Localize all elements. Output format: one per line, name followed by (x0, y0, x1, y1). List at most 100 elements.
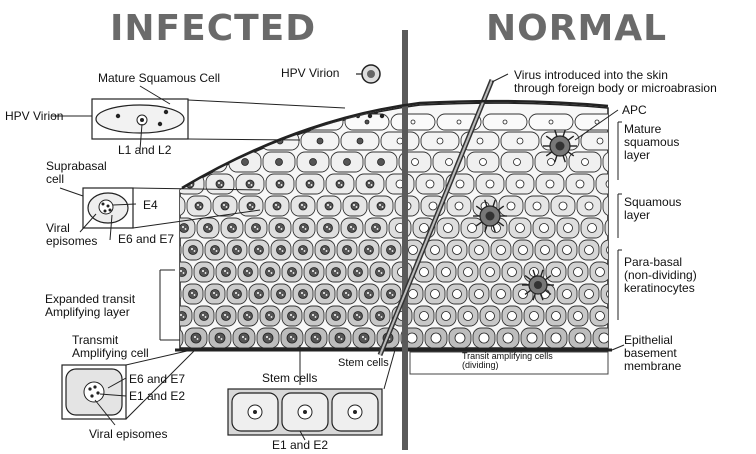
epithelial-cell (353, 328, 375, 348)
label-transit-amplifying-cell: Transmit Amplifying cell (72, 334, 149, 360)
epithelial-cell (551, 196, 575, 216)
epithelial-cell (577, 196, 601, 216)
epithelial-cell (315, 284, 335, 304)
epithelial-cell (447, 240, 467, 260)
epithelial-cell (581, 218, 603, 238)
label-l1-l2: L1 and L2 (118, 144, 171, 157)
epithelial-cell (359, 240, 379, 260)
label-mature-squamous-cell: Mature Squamous Cell (98, 72, 220, 85)
epithelial-cell (348, 306, 368, 326)
epithelial-cell (370, 306, 390, 326)
epithelial-cell (502, 306, 522, 326)
epithelial-cell (525, 196, 549, 216)
epithelial-cell (227, 284, 247, 304)
epithelial-cell (301, 132, 339, 150)
epithelial-cell (238, 262, 258, 282)
epithelial-cell (467, 152, 499, 172)
epithelial-cell (557, 240, 577, 260)
epithelial-cell (480, 262, 500, 282)
label-hpv-virion-top: HPV Virion (281, 67, 339, 80)
epithelial-cell (343, 196, 367, 216)
epithelial-cell (469, 240, 489, 260)
label-e1-e2-bottom: E1 and E2 (272, 439, 328, 452)
epithelial-cell (590, 262, 610, 282)
epithelial-cell (238, 306, 258, 326)
epithelial-cell (416, 174, 444, 194)
epithelial-cell (524, 306, 544, 326)
epithelial-cell (509, 218, 531, 238)
epithelial-cell (568, 306, 588, 326)
epithelial-cell (263, 152, 295, 172)
epithelial-cell (282, 262, 302, 282)
epithelial-cell (293, 284, 313, 304)
epithelial-cell (447, 196, 471, 216)
label-e6-e7-upper: E6 and E7 (118, 233, 174, 246)
epithelial-cell (233, 328, 255, 348)
epithelial-cell (348, 262, 368, 282)
inset-mature-squamous-cell (92, 99, 188, 139)
epithelial-cell (221, 132, 259, 150)
epithelial-cell (257, 328, 279, 348)
epithelial-cell (365, 218, 387, 238)
epithelial-cell (206, 174, 234, 194)
epithelial-cell (501, 152, 533, 172)
epithelial-cell (293, 240, 313, 260)
epithelial-cell (326, 174, 354, 194)
epithelial-cell (329, 328, 351, 348)
epithelial-cell (271, 240, 291, 260)
label-transit-amplifying-dividing: Transit amplifying cells (dividing) (462, 352, 553, 370)
label-stem-cells-inline: Stem cells (338, 357, 389, 369)
epithelial-cell (381, 240, 401, 260)
epithelial-cell (461, 218, 483, 238)
epithelial-cell (239, 196, 263, 216)
epithelial-cell (579, 240, 599, 260)
epithelial-cell (476, 174, 504, 194)
epithelial-cell (502, 262, 522, 282)
epithelial-cell (282, 306, 302, 326)
epithelial-cell (216, 306, 236, 326)
label-stem-cells-inset: Stem cells (262, 372, 317, 385)
epithelial-cell (197, 218, 219, 238)
label-e6-e7-lower: E6 and E7 (129, 373, 185, 386)
epithelial-cell (236, 174, 264, 194)
epithelial-cell (326, 306, 346, 326)
label-suprabasal-cell: Suprabasal cell (46, 160, 107, 186)
epithelial-cell (581, 132, 619, 150)
epithelial-cell (381, 284, 401, 304)
epithelial-cell (596, 174, 624, 194)
epithelial-cell (172, 262, 192, 282)
epithelial-cell (535, 240, 555, 260)
epithelial-cell (369, 196, 393, 216)
epithelial-cell (480, 306, 500, 326)
label-virus-introduced: Virus introduced into the skin through f… (514, 69, 717, 95)
epithelial-cell (260, 306, 280, 326)
epithelial-cell (359, 284, 379, 304)
epithelial-cell (317, 218, 339, 238)
epithelial-cell (266, 174, 294, 194)
epithelial-cell (305, 328, 327, 348)
epithelial-cell (161, 284, 181, 304)
epithelial-cell (269, 218, 291, 238)
epithelial-cell (331, 152, 363, 172)
epithelial-cell (529, 114, 573, 130)
epithelial-cell (265, 196, 289, 216)
epithelial-cell (370, 262, 390, 282)
epithelial-cell (315, 240, 335, 260)
label-epithelial-membrane: Epithelial basement membrane (624, 334, 681, 373)
epithelial-cell (381, 132, 419, 150)
epithelial-cell (183, 240, 203, 260)
epithelial-cell (458, 262, 478, 282)
label-expanded-transit: Expanded transit Amplifying layer (45, 293, 135, 319)
epithelial-cell (568, 262, 588, 282)
epithelial-cell (213, 196, 237, 216)
epithelial-cell (365, 152, 397, 172)
hpv-virion-icon (362, 65, 380, 83)
epithelial-cell (341, 132, 379, 150)
epithelial-cell (296, 174, 324, 194)
label-mature-squamous-layer: Mature squamous layer (624, 123, 679, 162)
epithelial-cell (414, 306, 434, 326)
epithelial-cell (593, 328, 615, 348)
epithelial-cell (341, 218, 363, 238)
epithelial-cell (293, 218, 315, 238)
